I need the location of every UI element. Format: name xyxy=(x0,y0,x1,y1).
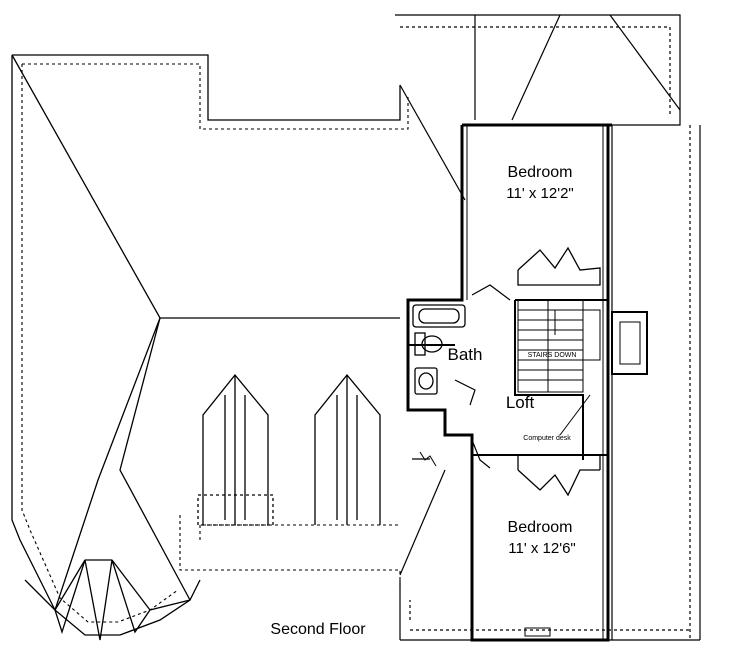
main-roof xyxy=(11,54,401,641)
floor-caption: Second Floor xyxy=(270,621,366,638)
roof-hip-lines-2 xyxy=(54,317,161,611)
roof-hip-lines xyxy=(11,54,400,319)
desk-leader xyxy=(559,394,591,436)
turret-roof xyxy=(24,559,191,641)
roof-outline-top xyxy=(12,54,401,121)
bedroom-bottom-size: 11' x 12'6" xyxy=(508,540,576,557)
room-labels: Bedroom 11' x 12'2" Bath Loft STAIRS DOW… xyxy=(270,164,576,638)
exterior-walls xyxy=(406,123,612,642)
dormer-right xyxy=(314,373,381,525)
stairs-note: STAIRS DOWN xyxy=(528,352,577,359)
bedroom-bottom-name: Bedroom xyxy=(508,519,573,536)
right-roof xyxy=(399,125,701,641)
loft-label: Loft xyxy=(506,393,535,412)
chimney xyxy=(611,311,648,375)
bath-fixtures xyxy=(412,304,466,395)
bath-label: Bath xyxy=(448,345,483,364)
bottom-window xyxy=(524,627,551,637)
eave-lines xyxy=(21,63,409,623)
door-swings xyxy=(454,284,511,469)
bedroom-top-size: 11' x 12'2" xyxy=(506,185,574,202)
stairs xyxy=(517,299,601,393)
roof-outline-left xyxy=(11,55,201,636)
upper-right-roof xyxy=(395,14,681,201)
roof-hip-lines-3 xyxy=(119,317,191,601)
desk-note: Computer desk xyxy=(523,435,571,442)
closet-doors xyxy=(517,246,601,497)
bedroom-top-name: Bedroom xyxy=(508,164,573,181)
dormer-left xyxy=(197,373,274,526)
